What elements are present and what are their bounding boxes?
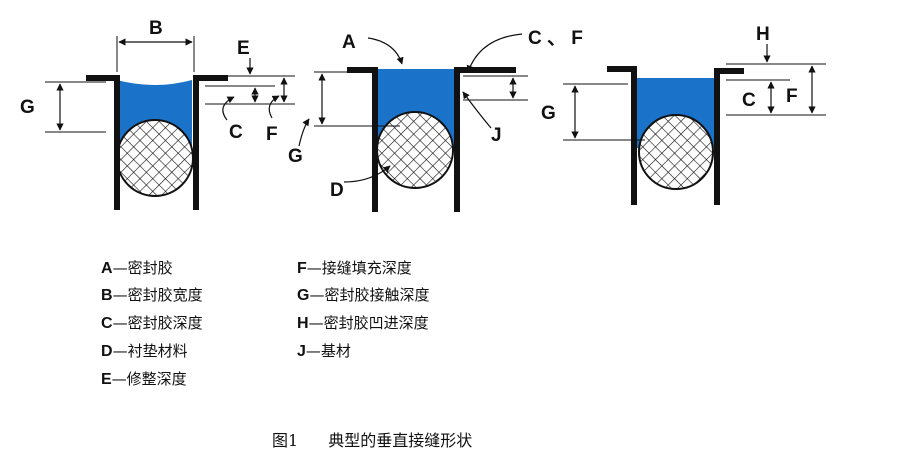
label-f-3: F (786, 86, 798, 107)
label-c-3: C (742, 90, 756, 111)
label-f-1: F (266, 124, 278, 145)
legend-text: —密封胶凹进深度 (308, 314, 429, 332)
legend-item-g: G—密封胶接触深度 (297, 284, 429, 305)
legend-item-b: B—密封胶宽度 (101, 284, 203, 305)
legend-text: —衬垫材料 (112, 342, 188, 360)
caption-number: 图1 (272, 431, 299, 450)
substrate-left-2 (347, 67, 378, 212)
backer-rod-1 (116, 119, 194, 197)
label-h-3: H (756, 24, 770, 45)
legend-text: —密封胶宽度 (112, 286, 203, 304)
legend-item-j: J—基材 (297, 340, 351, 361)
joint-diagram-2: G C 、 F A J D (288, 28, 583, 212)
label-g-2: G (288, 146, 303, 167)
legend-text: —密封胶深度 (112, 314, 203, 332)
substrate-right-2 (454, 67, 516, 212)
substrate-left-1 (86, 75, 120, 210)
label-g-3: G (541, 103, 556, 124)
legend-text: —密封胶 (112, 259, 173, 277)
joint-diagram-1: B G E C F (20, 18, 295, 210)
legend-item-d: D—衬垫材料 (101, 340, 188, 361)
label-g-1: G (20, 97, 35, 118)
legend-key: B (101, 287, 113, 304)
legend-text: —修整深度 (111, 370, 187, 388)
label-e-1: E (237, 38, 250, 59)
legend-text: —密封胶接触深度 (309, 286, 430, 304)
figure-caption: 图1 典型的垂直接缝形状 (272, 427, 472, 451)
legend-item-f: F—接缝填充深度 (297, 257, 412, 278)
legend-key: F (297, 260, 307, 277)
legend-key: A (101, 260, 113, 277)
legend-key: H (297, 315, 309, 332)
label-b-1: B (149, 18, 163, 39)
legend-text: —接缝填充深度 (306, 259, 412, 277)
substrate-left-3 (607, 66, 637, 205)
legend-text: —基材 (305, 342, 351, 360)
legend-key: C (101, 315, 113, 332)
legend-key: J (297, 343, 306, 360)
substrate-right-3 (714, 68, 744, 205)
legend-item-e: E—修整深度 (101, 368, 187, 389)
legend-key: D (101, 343, 113, 360)
legend-item-h: H—密封胶凹进深度 (297, 312, 429, 333)
backer-rod-3 (638, 114, 714, 190)
caption-title: 典型的垂直接缝形状 (328, 431, 473, 450)
backer-rod-2 (376, 111, 454, 189)
substrate-right-1 (193, 75, 228, 210)
joint-diagram-3: G H C F (541, 24, 826, 205)
label-cf-2: C 、 F (528, 28, 583, 49)
legend-item-a: A—密封胶 (101, 257, 173, 278)
label-c-1: C (229, 122, 243, 143)
legend-item-c: C—密封胶深度 (101, 312, 203, 333)
legend-key: G (297, 287, 310, 304)
label-j-2: J (491, 125, 502, 146)
legend-key: E (101, 371, 112, 388)
label-d-2: D (330, 180, 344, 201)
label-a-2: A (342, 32, 356, 53)
